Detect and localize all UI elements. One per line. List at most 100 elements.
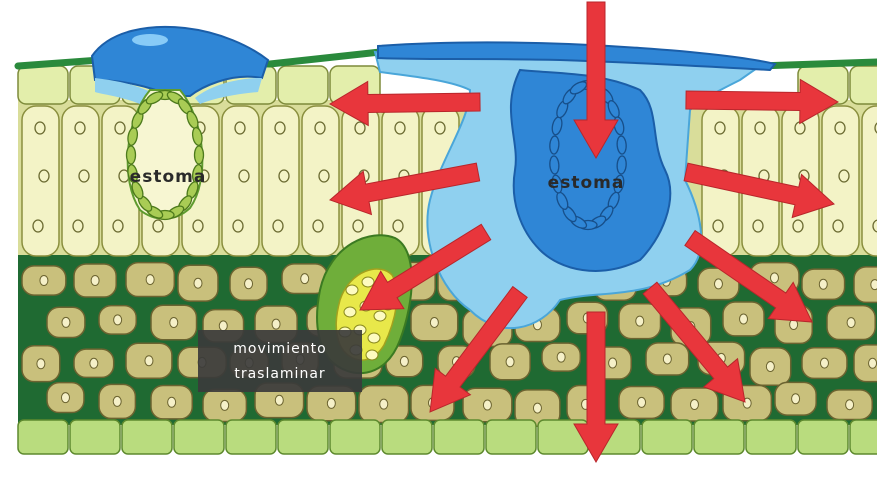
cell-nucleus bbox=[713, 278, 723, 290]
cell-nucleus bbox=[244, 278, 254, 290]
cell-nucleus bbox=[662, 353, 672, 365]
chloroplast bbox=[278, 169, 290, 183]
xylem-cell bbox=[365, 349, 379, 361]
epidermis-cell bbox=[277, 419, 329, 455]
epidermis-cell bbox=[797, 419, 849, 455]
cell-nucleus bbox=[739, 313, 749, 325]
chloroplast bbox=[712, 219, 724, 233]
chloroplast bbox=[114, 121, 126, 135]
cell-nucleus bbox=[220, 399, 230, 411]
epidermis-cell bbox=[225, 419, 277, 455]
cell-nucleus bbox=[61, 316, 71, 328]
cell-nucleus bbox=[608, 357, 618, 369]
epidermis-cell bbox=[641, 419, 693, 455]
chloroplast bbox=[754, 121, 766, 135]
chloroplast bbox=[434, 121, 446, 135]
chloroplast bbox=[34, 121, 46, 135]
chloroplast bbox=[72, 219, 84, 233]
drop-highlight bbox=[132, 34, 168, 46]
cell-nucleus bbox=[90, 274, 100, 286]
guard-cell-bead bbox=[125, 145, 137, 165]
chloroplast bbox=[394, 121, 406, 135]
cell-nucleus bbox=[271, 318, 281, 330]
cell-nucleus bbox=[218, 320, 228, 332]
chloroplast bbox=[234, 121, 246, 135]
movement-label-line2: traslaminar bbox=[234, 366, 325, 382]
cell-nucleus bbox=[193, 277, 203, 289]
arrow-icon bbox=[329, 80, 481, 127]
liquid-core-region bbox=[509, 68, 672, 272]
cell-nucleus bbox=[870, 279, 877, 291]
arrow-icon bbox=[573, 311, 619, 463]
arrow-icon bbox=[683, 162, 835, 219]
palisade-layer bbox=[21, 105, 877, 257]
spongy-cell bbox=[853, 266, 877, 304]
xylem-cell bbox=[343, 306, 357, 318]
cell-nucleus bbox=[89, 357, 99, 369]
cell-nucleus bbox=[819, 357, 829, 369]
xylem-cell bbox=[361, 276, 375, 288]
epidermis-cell bbox=[277, 65, 329, 105]
cell-nucleus bbox=[791, 393, 801, 405]
chloroplast bbox=[312, 219, 324, 233]
chloroplast bbox=[318, 169, 330, 183]
cell-nucleus bbox=[399, 355, 409, 367]
arrow-group bbox=[329, 1, 839, 463]
guard-cell-bead bbox=[616, 135, 627, 155]
guard-cell-bead bbox=[549, 135, 560, 155]
water-drop-light bbox=[95, 78, 262, 104]
arrow-icon bbox=[573, 1, 619, 159]
epidermis-cell bbox=[849, 419, 877, 455]
cell-nucleus bbox=[326, 397, 336, 409]
chloroplast bbox=[274, 121, 286, 135]
arrow-icon bbox=[642, 281, 746, 403]
water-drop-icon bbox=[90, 25, 270, 97]
cell-nucleus bbox=[113, 314, 123, 326]
guard-cell-icon bbox=[125, 89, 205, 221]
chloroplast bbox=[112, 219, 124, 233]
chloroplast bbox=[392, 219, 404, 233]
stoma-left-label: estoma bbox=[130, 167, 207, 187]
chloroplast bbox=[872, 219, 877, 233]
chloroplast bbox=[752, 219, 764, 233]
epidermis-cell bbox=[17, 65, 69, 105]
cell-nucleus bbox=[765, 361, 775, 373]
cell-nucleus bbox=[689, 399, 699, 411]
epidermis-cell bbox=[69, 419, 121, 455]
epidermis-cell bbox=[745, 419, 797, 455]
cell-nucleus bbox=[505, 356, 515, 368]
cell-nucleus bbox=[556, 351, 566, 363]
spongy-cell bbox=[853, 344, 877, 383]
movement-label-box: movimiento traslaminar bbox=[198, 330, 362, 392]
chloroplast bbox=[238, 169, 250, 183]
epidermis-cell bbox=[329, 419, 381, 455]
cell-nucleus bbox=[167, 396, 177, 408]
epidermis-cell bbox=[381, 419, 433, 455]
arrow-icon bbox=[685, 78, 839, 125]
arrow-icon bbox=[429, 285, 528, 413]
epidermis-cell bbox=[17, 419, 69, 455]
stoma-right-label: estoma bbox=[548, 173, 625, 193]
epidermis-cell bbox=[173, 419, 225, 455]
epidermis-cell bbox=[485, 419, 537, 455]
cell-nucleus bbox=[818, 278, 828, 290]
liquid-top-layer bbox=[377, 41, 777, 72]
epidermis-cell bbox=[693, 419, 745, 455]
cell-nucleus bbox=[868, 357, 877, 369]
guard-cell-bead bbox=[616, 155, 627, 175]
guard-cell-bead bbox=[549, 155, 560, 175]
chloroplast bbox=[32, 219, 44, 233]
cell-nucleus bbox=[482, 399, 492, 411]
cell-nucleus bbox=[300, 273, 310, 285]
cell-nucleus bbox=[845, 399, 855, 411]
cell-nucleus bbox=[36, 358, 46, 370]
cell-nucleus bbox=[532, 402, 542, 414]
guard-cell-bead bbox=[193, 145, 205, 165]
chloroplast bbox=[232, 219, 244, 233]
xylem-cell bbox=[373, 310, 387, 322]
chloroplast bbox=[714, 121, 726, 135]
chloroplast bbox=[78, 169, 90, 183]
guard-cell-bead bbox=[551, 174, 563, 194]
cell-nucleus bbox=[39, 275, 49, 287]
